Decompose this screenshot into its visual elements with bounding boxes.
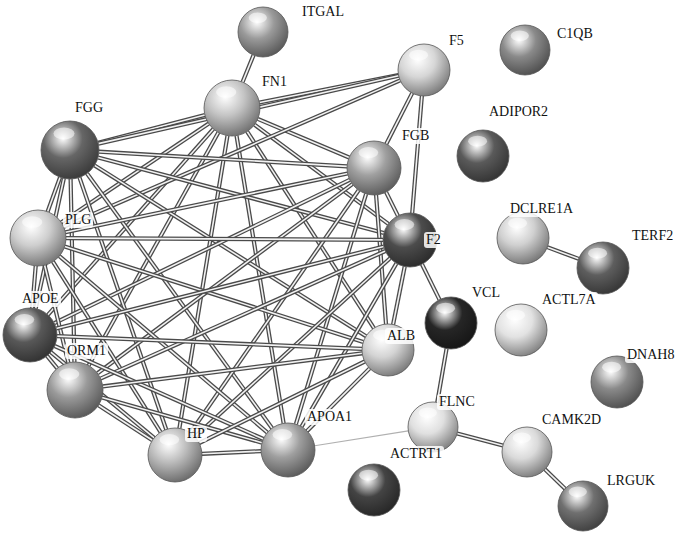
interaction-edge (376, 195, 386, 324)
protein-label: FGB (400, 128, 431, 144)
protein-label: FLNC (437, 394, 477, 410)
protein-node: LRGUK (557, 480, 609, 532)
protein-sphere (203, 79, 261, 137)
protein-node: CAMK2D (501, 426, 553, 478)
protein-node: VCL (424, 296, 478, 350)
protein-sphere (424, 296, 478, 350)
protein-label: ORM1 (65, 343, 108, 359)
protein-sphere (260, 422, 316, 478)
interaction-edge (98, 76, 398, 144)
protein-node: ALB (361, 323, 415, 377)
interaction-edge (243, 55, 254, 82)
protein-label: TERF2 (630, 228, 675, 244)
interaction-edge (202, 451, 261, 454)
protein-sphere (9, 209, 67, 267)
protein-label: PLG (63, 212, 93, 228)
protein-label: DNAH8 (625, 347, 676, 363)
protein-label: APOE (20, 291, 61, 307)
protein-node: ACTL7A (494, 303, 548, 357)
protein-node: ITGAL (237, 6, 289, 58)
protein-label: DCLRE1A (508, 201, 575, 217)
protein-sphere (499, 24, 551, 76)
protein-label: APOA1 (305, 409, 354, 425)
protein-label: FN1 (260, 74, 289, 90)
protein-label: F2 (424, 232, 443, 248)
protein-sphere (501, 426, 553, 478)
protein-node: PLG (9, 209, 67, 267)
protein-sphere (346, 140, 402, 196)
protein-node: ACTRT1 (347, 463, 401, 517)
protein-sphere (456, 129, 510, 183)
protein-label: ITGAL (300, 4, 346, 20)
protein-node: F2 (382, 212, 438, 268)
protein-sphere (46, 361, 104, 419)
protein-node: FGB (346, 140, 402, 196)
protein-label: FGG (73, 100, 105, 116)
interaction-edge (315, 431, 409, 446)
protein-label: ADIPOR2 (487, 104, 550, 120)
protein-label: C1QB (555, 26, 595, 42)
interaction-edge (56, 247, 384, 329)
protein-node: ADIPOR2 (456, 129, 510, 183)
interaction-edge (99, 152, 347, 167)
protein-node: APOA1 (260, 422, 316, 478)
interaction-edge (66, 238, 383, 240)
protein-label: ACTRT1 (388, 446, 444, 462)
protein-label: F5 (447, 33, 466, 49)
interaction-edge (199, 361, 364, 443)
protein-node: C1QB (499, 24, 551, 76)
protein-sphere (494, 303, 548, 357)
protein-sphere (590, 355, 644, 409)
protein-sphere (347, 463, 401, 517)
protein-node: F5 (397, 43, 451, 97)
protein-node: FN1 (203, 79, 261, 137)
interaction-edge (457, 433, 503, 445)
protein-node: FGG (40, 120, 100, 180)
protein-sphere (237, 6, 289, 58)
protein-sphere (2, 307, 58, 363)
interaction-edge (547, 247, 578, 259)
protein-label: HP (185, 426, 207, 442)
protein-node: APOE (2, 307, 58, 363)
interaction-edge (386, 192, 398, 216)
protein-label: ALB (385, 328, 417, 344)
protein-sphere (576, 241, 630, 295)
protein-label: ACTL7A (540, 292, 598, 308)
interaction-edge (545, 469, 565, 488)
protein-node: DCLRE1A (496, 211, 550, 265)
protein-node: ORM1 (46, 361, 104, 419)
protein-sphere (496, 211, 550, 265)
protein-sphere (40, 120, 100, 180)
interaction-edge (412, 96, 422, 213)
interaction-edge (54, 180, 349, 323)
protein-node: HP (147, 427, 203, 483)
protein-sphere (397, 43, 451, 97)
protein-label: CAMK2D (540, 412, 603, 428)
protein-node: DNAH8 (590, 355, 644, 409)
protein-label: LRGUK (605, 473, 657, 489)
interaction-edge (393, 266, 405, 324)
protein-node: TERF2 (576, 241, 630, 295)
protein-sphere (557, 480, 609, 532)
protein-label: VCL (470, 285, 502, 301)
interaction-edge (422, 264, 440, 299)
